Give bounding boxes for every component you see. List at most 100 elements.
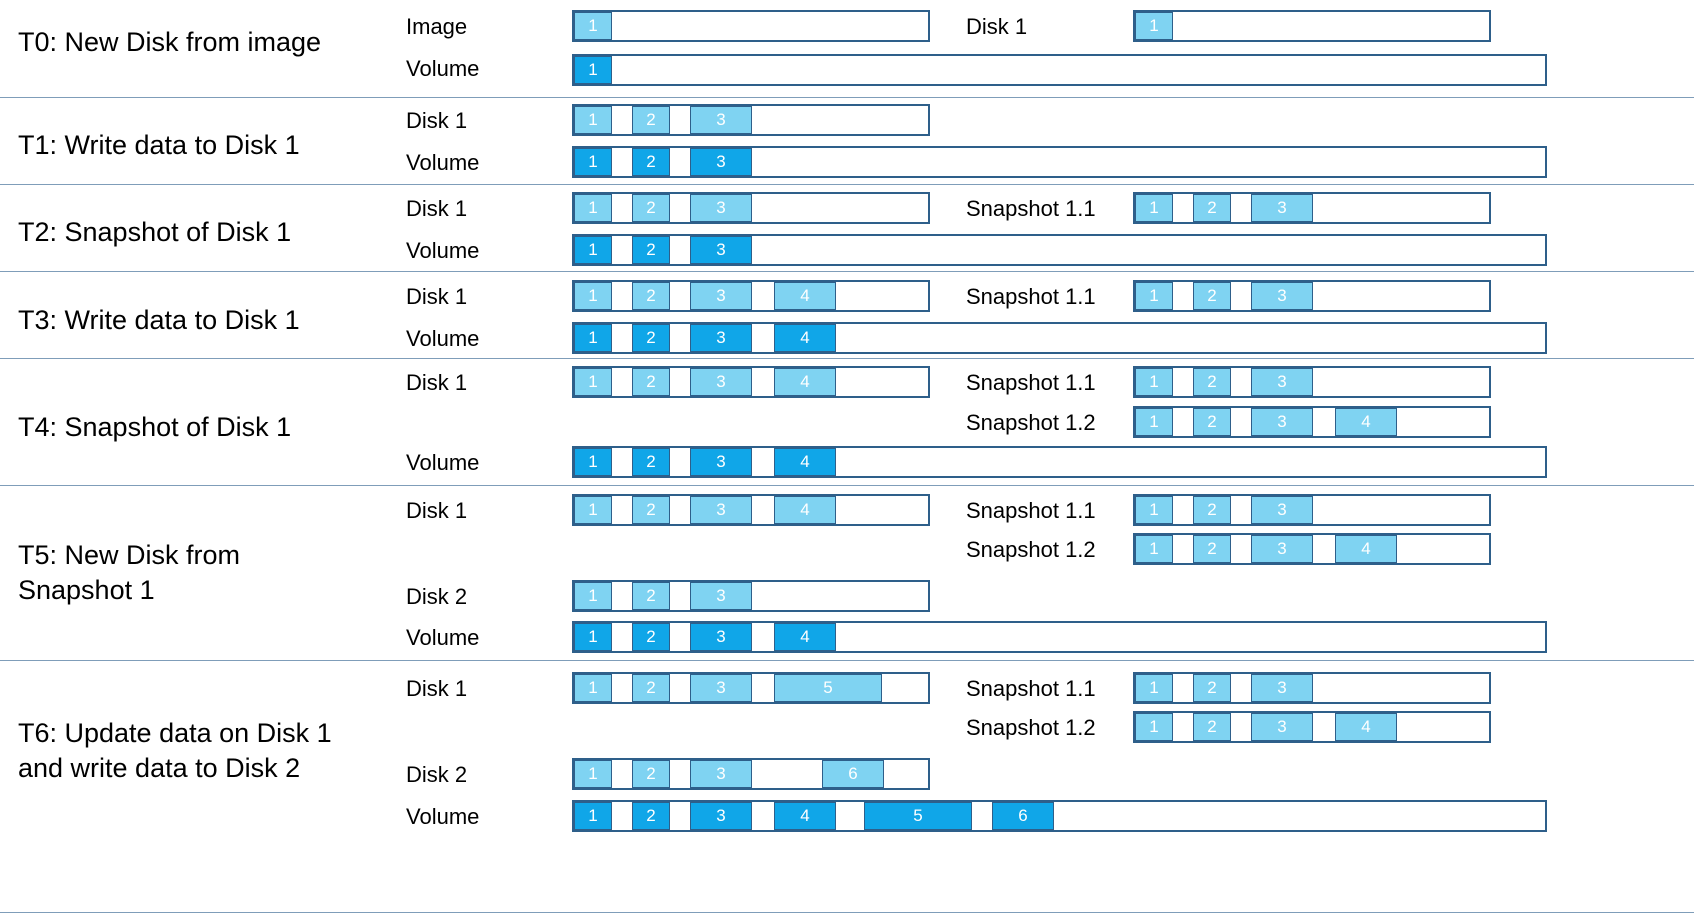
row-name-t4-2: Snapshot 1.2: [966, 410, 1096, 435]
data-block-t6-4-2: 2: [632, 802, 670, 830]
row-name-t1-0: Disk 1: [406, 108, 468, 133]
row-name-t2-1: Snapshot 1.1: [966, 196, 1096, 221]
row-name-t6-2: Snapshot 1.2: [966, 715, 1096, 740]
data-block-t4-2-1: 1: [1135, 408, 1173, 436]
data-block-t5-2-3: 3: [1251, 535, 1313, 563]
data-block-t5-4-2: 2: [632, 623, 670, 651]
data-block-t4-0-1: 1: [574, 368, 612, 396]
row-name-t4-1: Snapshot 1.1: [966, 370, 1096, 395]
row-divider-t1: [0, 184, 1694, 185]
data-block-t5-0-1: 1: [574, 496, 612, 524]
row-name-t5-1: Snapshot 1.1: [966, 498, 1096, 523]
data-block-t5-1-1: 1: [1135, 496, 1173, 524]
data-block-t5-4-4: 4: [774, 623, 836, 651]
data-block-t4-2-2: 2: [1193, 408, 1231, 436]
data-block-t4-3-3: 3: [690, 448, 752, 476]
data-block-t1-0-3: 3: [690, 106, 752, 134]
data-block-t4-3-4: 4: [774, 448, 836, 476]
row-name-t0-0: Image: [406, 14, 468, 39]
row-name-t0-1: Disk 1: [966, 14, 1028, 39]
data-block-t6-4-6: 6: [992, 802, 1054, 830]
timeline-stage-label-t5: T5: New Disk from Snapshot 1: [18, 540, 241, 606]
timeline-stage-label-t1: T1: Write data to Disk 1: [18, 130, 300, 160]
data-block-t3-1-2: 2: [1193, 282, 1231, 310]
data-block-t6-4-4: 4: [774, 802, 836, 830]
row-divider-t3: [0, 358, 1694, 359]
data-block-t4-1-1: 1: [1135, 368, 1173, 396]
timeline-stage-label-t0: T0: New Disk from image: [18, 27, 322, 57]
data-block-t5-0-3: 3: [690, 496, 752, 524]
row-divider-t0: [0, 97, 1694, 98]
row-name-t2-0: Disk 1: [406, 196, 468, 221]
data-block-t5-2-4: 4: [1335, 535, 1397, 563]
row-name-t1-1: Volume: [406, 150, 480, 175]
row-name-t6-1: Snapshot 1.1: [966, 676, 1096, 701]
data-block-t2-1-1: 1: [1135, 194, 1173, 222]
data-block-t5-1-3: 3: [1251, 496, 1313, 524]
row-name-t3-0: Disk 1: [406, 284, 468, 309]
row-name-t0-2: Volume: [406, 56, 480, 81]
row-divider-t4: [0, 485, 1694, 486]
bar-t0-2: 1: [572, 54, 1547, 86]
row-name-t5-4: Volume: [406, 625, 480, 650]
data-block-t5-0-4: 4: [774, 496, 836, 524]
data-block-t6-1-3: 3: [1251, 674, 1313, 702]
timeline-stage-label-t2: T2: Snapshot of Disk 1: [18, 217, 292, 247]
data-block-t3-0-4: 4: [774, 282, 836, 310]
row-name-t4-0: Disk 1: [406, 370, 468, 395]
data-block-t6-3-6: 6: [822, 760, 884, 788]
data-block-t5-3-1: 1: [574, 582, 612, 610]
data-block-t6-1-2: 2: [1193, 674, 1231, 702]
bar-t0-1: 1: [1133, 10, 1491, 42]
row-name-t5-3: Disk 2: [406, 584, 468, 609]
data-block-t5-3-3: 3: [690, 582, 752, 610]
row-name-t5-2: Snapshot 1.2: [966, 537, 1096, 562]
data-block-t3-2-2: 2: [632, 324, 670, 352]
row-name-t2-2: Volume: [406, 238, 480, 263]
data-block-t6-3-1: 1: [574, 760, 612, 788]
bar-t0-0: 1: [572, 10, 930, 42]
data-block-t5-2-2: 2: [1193, 535, 1231, 563]
data-block-t3-2-3: 3: [690, 324, 752, 352]
data-block-t6-4-1: 1: [574, 802, 612, 830]
data-block-t6-4-3: 3: [690, 802, 752, 830]
data-block-t2-2-3: 3: [690, 236, 752, 264]
data-block-t5-4-3: 3: [690, 623, 752, 651]
data-block-t6-4-5: 5: [864, 802, 972, 830]
data-block-t2-0-2: 2: [632, 194, 670, 222]
data-block-t1-1-1: 1: [574, 148, 612, 176]
data-block-t2-0-3: 3: [690, 194, 752, 222]
data-block-t4-1-2: 2: [1193, 368, 1231, 396]
data-block-t5-4-1: 1: [574, 623, 612, 651]
row-name-t3-1: Snapshot 1.1: [966, 284, 1096, 309]
data-block-t4-1-3: 3: [1251, 368, 1313, 396]
row-divider-t2: [0, 271, 1694, 272]
data-block-t5-1-2: 2: [1193, 496, 1231, 524]
data-block-t4-2-3: 3: [1251, 408, 1313, 436]
timeline-stage-label-t6: T6: Update data on Disk 1 and write data…: [18, 718, 332, 784]
data-block-t4-3-2: 2: [632, 448, 670, 476]
data-block-t4-0-3: 3: [690, 368, 752, 396]
data-block-t2-1-2: 2: [1193, 194, 1231, 222]
data-block-t4-0-2: 2: [632, 368, 670, 396]
data-block-t6-0-3: 3: [690, 674, 752, 702]
row-divider-t5: [0, 660, 1694, 661]
data-block-t6-0-2: 2: [632, 674, 670, 702]
data-block-t6-2-1: 1: [1135, 713, 1173, 741]
data-block-t6-2-3: 3: [1251, 713, 1313, 741]
data-block-t1-0-1: 1: [574, 106, 612, 134]
data-block-t2-1-3: 3: [1251, 194, 1313, 222]
data-block-t3-0-3: 3: [690, 282, 752, 310]
